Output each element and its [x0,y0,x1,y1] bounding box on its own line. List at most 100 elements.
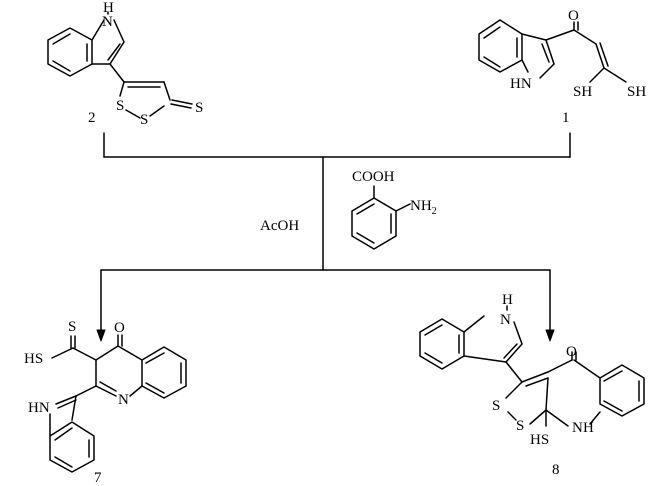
c1-bond [603,67,627,83]
c8-hs: HS [530,432,549,448]
c2-n: N [102,14,113,30]
c8-n: N [500,312,511,328]
c8-bond [505,361,523,383]
c7-bond [71,395,77,421]
c8-bond [424,324,443,336]
c2-bond [113,19,125,43]
aa-nh2: NH2 [410,198,437,217]
c7-indole-benzene [49,421,95,473]
c1-bond [483,56,501,68]
c2-bond [149,105,165,117]
c2-bond [52,33,71,45]
c2-bond [125,109,141,119]
c8-bond [603,400,623,412]
c7-s: S [68,319,76,335]
c7-bond [145,352,165,364]
c1-sh1: SH [573,84,592,100]
c7-bond [57,399,77,409]
c7-bond [51,347,74,359]
aa-bond [356,203,375,215]
c7-bond [145,382,165,394]
c2-s3: S [195,100,203,116]
c8-bond [547,359,573,373]
c8-bond [424,352,443,364]
c7-bond [129,385,143,397]
c1-sh2: SH [627,84,646,100]
c8-o: O [566,344,577,360]
c2-bond [109,41,125,65]
c7-number: 7 [94,470,102,486]
c1-bond [589,67,605,83]
c8-bond [545,377,549,411]
c2-bond [52,60,71,72]
c7-bond [72,347,97,361]
c8-bond [589,411,601,425]
c2-s1: S [116,98,124,114]
c7-bond [55,395,77,405]
c7-hs: HS [24,351,43,367]
c7-bond [99,381,117,392]
aa-bond [356,232,375,244]
c7-n: N [118,392,129,408]
compound-8: H N O N H S S HS [419,292,645,478]
c1-bond [541,43,550,63]
c7-bond [75,385,97,397]
c2-n-h: H [103,0,114,16]
c1-bond [545,29,575,41]
c8-s1: S [492,398,500,414]
c1-nh: HN [510,76,532,92]
c8-bond [505,343,523,363]
c8-bond [463,355,507,363]
c1-o: O [568,8,579,24]
c8-indole-benzene [419,318,465,370]
c1-bond [545,39,555,65]
c1-bond [521,59,529,73]
reaction-bracket [96,132,571,342]
c7-hn: HN [28,400,50,416]
anthranilic-acid: COOH NH2 [351,169,437,250]
c1-bond [483,26,501,39]
c8-bond [503,343,518,359]
c8-bond [529,409,547,425]
c2-bond [119,81,125,97]
c7-bond [95,345,119,361]
c1-bond [595,43,605,69]
c8-bond [463,315,485,333]
c8-nh-h: H [583,420,594,436]
c8-bond [545,409,569,427]
c2-bond [170,103,192,109]
c7-bond [117,345,143,361]
c8-number: 8 [552,462,560,478]
compound-1: HN O SH SH 1 [478,8,646,126]
aa-cooh: COOH [352,169,395,185]
c7-benzene-ring [141,346,187,399]
compound-7: S HS O N HN 7 [24,319,187,486]
c1-bond [573,29,597,45]
c1-bond [521,33,547,41]
aa-bond [395,203,411,212]
c2-benzene-ring [47,27,93,77]
c7-o: O [114,320,125,336]
reagent-acoh: AcOH [260,218,299,234]
c1-bond [599,42,609,67]
c8-h: H [502,292,513,308]
c8-benzene-ring [599,364,645,417]
c8-s2: S [516,418,524,434]
c1-benzene-ring [478,19,523,73]
arrow-right-head [545,329,555,342]
c7-bond [95,385,117,397]
c2-bond [91,19,105,41]
c8-bond [505,381,523,399]
c2-bond [107,43,121,61]
arrow-left-head [96,329,106,342]
c8-bond [603,370,623,382]
c8-bond [521,371,549,383]
c2-bond [109,63,125,83]
c7-bond [54,456,73,468]
aa-benzene-ring [351,197,397,250]
c2-bond [163,81,171,101]
c7-bond [54,427,73,441]
c1-number: 1 [562,110,570,126]
